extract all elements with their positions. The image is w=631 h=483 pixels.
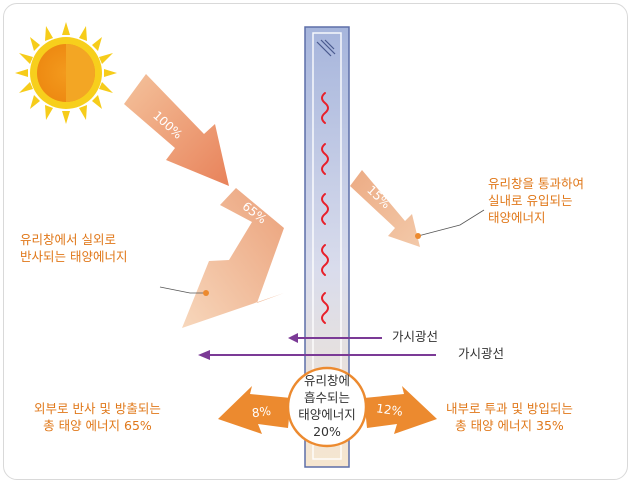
reflected-leader-dot [203, 290, 209, 296]
inward-line1: 내부로 투과 및 방입되는 [446, 401, 573, 416]
transmitted-text-line1: 유리창을 통과하여 [488, 176, 584, 191]
inward-total-caption: 내부로 투과 및 방입되는 총 태양 에너지 35% [446, 400, 573, 434]
absorbed-line2: 흡수되는 [304, 390, 350, 405]
transmitted-leader-dot [415, 233, 421, 239]
outward-line2: 총 태양 에너지 65% [43, 418, 152, 433]
inward-line2: 총 태양 에너지 35% [455, 418, 564, 433]
transmitted-energy-arrow: 15% [350, 170, 420, 247]
visible-light-arrow-short [288, 333, 382, 343]
visible-light-label-1: 가시광선 [392, 329, 439, 344]
visible-light-arrow-long [198, 350, 436, 360]
reflected-text-line1: 유리창에서 실외로 [20, 232, 116, 247]
incident-energy-arrow: 100% [124, 74, 229, 186]
inward-percent-label: 12% [375, 401, 403, 419]
absorbed-line1: 유리창에 [304, 373, 350, 388]
leader-lines [159, 209, 485, 294]
transmitted-text-line3: 태양에너지 [488, 210, 546, 225]
sun-icon [15, 22, 117, 124]
inward-emission-arrow: 12% [364, 386, 437, 434]
outward-line1: 외부로 반사 및 방출되는 [34, 401, 161, 416]
reflected-energy-caption: 유리창에서 실외로 반사되는 태양에너지 [20, 231, 127, 265]
absorbed-energy-circle: 유리창에 흡수되는 태양에너지 20% [286, 366, 368, 448]
glass-shine-icon [316, 39, 336, 57]
absorbed-line3: 태양에너지 [298, 407, 356, 422]
transmitted-text-line2: 실내로 유입되는 [488, 193, 573, 208]
outward-total-caption: 외부로 반사 및 방출되는 총 태양 에너지 65% [34, 400, 161, 434]
transmitted-energy-caption: 유리창을 통과하여 실내로 유입되는 태양에너지 [488, 175, 584, 226]
outward-percent-label: 8% [251, 404, 272, 421]
absorbed-line4: 20% [313, 424, 341, 439]
reflected-text-line2: 반사되는 태양에너지 [20, 249, 128, 264]
visible-light-label-2: 가시광선 [458, 346, 505, 361]
heat-wave-icons [321, 92, 329, 324]
outward-emission-arrow: 8% [218, 386, 291, 434]
reflected-energy-arrow: 65% [182, 188, 284, 328]
